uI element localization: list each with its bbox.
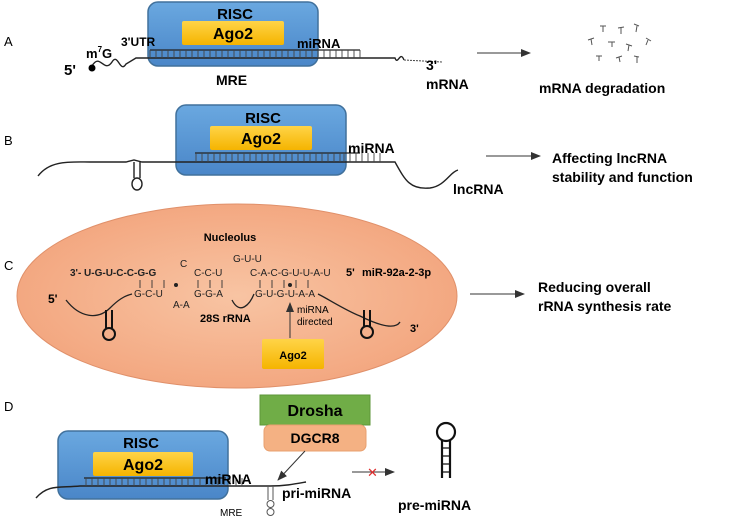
mrna-label: mRNA [426,76,469,92]
mre-label: MRE [216,72,247,88]
m7g-label: m7G [86,45,112,61]
outcome-c-line1: Reducing overall [538,279,651,295]
drosha-protein [259,394,371,426]
ago2-protein [182,21,284,45]
five-prime-label: 5' [64,62,76,79]
mirna-label: miRNA [205,471,252,487]
panel-c-letter: C [4,258,13,273]
hairpin-icon [102,310,116,341]
seq-top-mid: C-C-U [194,268,222,279]
outcome-a: mRNA degradation [539,80,665,96]
risc-label: RISC [217,6,253,23]
pairing-bars [139,280,309,288]
ago2-label: Ago2 [123,457,163,474]
seq-loop2: G-U-U [233,254,262,265]
drosha-label: Drosha [287,403,342,420]
seq-bot-mid: G-G-A [194,289,223,300]
base-pairs [149,50,361,58]
outcome-b-line2: stability and function [552,169,693,185]
seq-top-left: 3'- U-G-U-C-C-G-G [70,268,156,279]
seq-top-right: C-A-C-G-U-U-A-U [250,268,331,279]
three-prime-label: 3' [426,57,437,73]
directed-line1: miRNA [297,305,329,316]
seq-bot-right: G-U-G-U-A-A [255,289,315,300]
dgcr8-label: DGCR8 [290,430,339,446]
mre-label: MRE [220,508,243,519]
rrna-label: 28S rRNA [200,313,251,325]
risc-label: RISC [245,110,281,127]
ago2-protein [93,452,193,476]
pri-mirna-strand [35,481,307,499]
pri-mirna-label: pri-miRNA [282,485,351,501]
mrna-strand [91,55,405,68]
panel-b: B RISC Ago2 miRNA lncRNA Affecting lncRN… [4,104,693,197]
panel-c: C Nucleolus 3'- U-G-U-C-C-G-G C C-C-U G-… [4,203,672,389]
lncrna-strand [37,159,459,189]
mirna-label: miRNA [297,36,341,51]
outcome-b-line1: Affecting lncRNA [552,150,667,166]
seq-loop1: C [180,259,187,270]
nucleolus-label: Nucleolus [204,232,257,244]
hairpin-icon [360,310,374,339]
hairpin-icon [266,486,275,516]
cap-dot [88,64,96,72]
dgcr8-protein [263,424,367,452]
outcome-c-line2: rRNA synthesis rate [538,298,672,314]
mrna-fragments [587,23,652,63]
ago2-protein [262,339,324,369]
panel-a: A RISC Ago2 5' m7G 3'UTR miRNA MRE 3' mR… [4,1,665,96]
directed-line2: directed [297,317,333,328]
lncrna-label: lncRNA [453,181,504,197]
utr-label: 3'UTR [121,35,156,49]
panel-d-letter: D [4,399,13,414]
risc-label: RISC [123,435,159,452]
ago2-protein [210,126,312,150]
base-pairs [195,153,341,162]
block-mark: ✕ [367,465,378,480]
five-prime-bottom: 5' [48,292,58,306]
panel-b-letter: B [4,133,13,148]
panel-d: D Drosha DGCR8 RISC Ago2 miRNA MRE pri-m… [4,394,471,519]
ago2-label: Ago2 [279,350,307,362]
seq-bot-loop1: A-A [173,300,190,311]
three-prime-bottom: 3' [410,323,419,335]
mir-name: miR-92a-2-3p [362,267,431,279]
hairpin-icon [131,162,143,191]
poly-a-tail [403,59,443,63]
panel-a-letter: A [4,34,13,49]
five-prime-top: 5' [346,267,355,279]
mirna-label: miRNA [348,140,395,156]
pre-mirna-label: pre-miRNA [398,497,471,513]
base-pairs [85,478,243,486]
ago2-label: Ago2 [213,26,253,43]
pre-mirna-hairpin-icon [435,421,457,478]
rrna-backbone [65,293,401,327]
seq-bot-left: G-C-U [134,289,163,300]
nucleolus-body [16,203,458,389]
cleavage-arrow [277,450,306,481]
ago2-label: Ago2 [241,131,281,148]
